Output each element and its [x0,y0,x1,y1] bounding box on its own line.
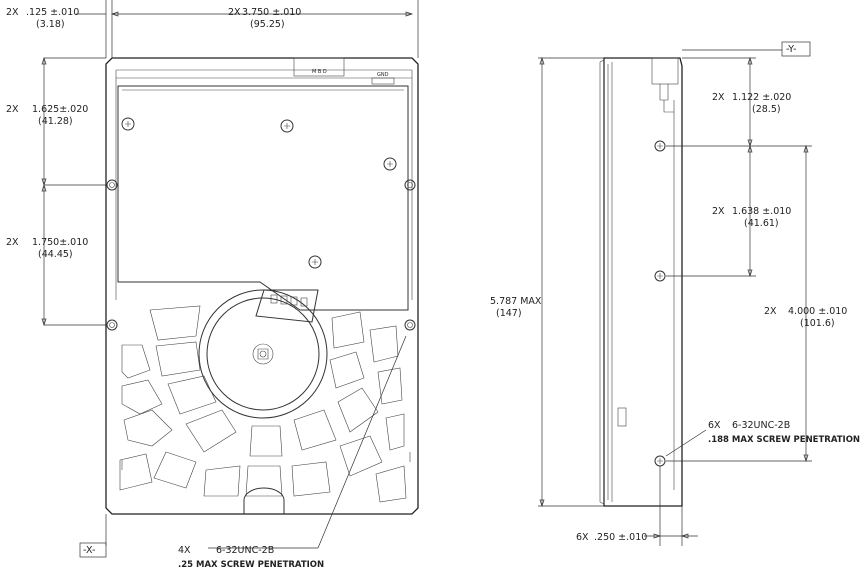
datum-x: -X- [83,545,95,556]
lower-hole-prefix: 2X [6,237,19,248]
datum-y: -Y- [786,44,796,55]
upper-hole-value: 1.625±.020 [32,104,88,115]
side-spacing1-metric: (41.61) [744,218,779,229]
side-top-value: 1.122 ±.020 [732,92,791,103]
edge-offset-value: .125 ±.010 [26,7,79,18]
length-dim-value: 5.787 MAX [490,296,542,307]
flex-connector [255,289,319,323]
side-top-metric: (28.5) [752,104,781,115]
bottom-mounting-hole [106,179,118,191]
side-thread-prefix: 6X [708,420,721,431]
width-dim-value: 3.750 ±.010 [242,7,301,18]
bottom-notch [243,487,285,514]
lower-hole-value: 1.750±.010 [32,237,88,248]
side-mounting-hole [654,455,666,467]
bottom-thread-prefix: 4X [178,545,191,556]
pcb-screw [121,117,135,131]
side-top-prefix: 2X [712,92,725,103]
bottom-mounting-hole [106,319,118,331]
bottom-mounting-hole [404,319,416,331]
pcb-screw [308,255,322,269]
side-connector [651,57,679,85]
upper-hole-prefix: 2X [6,104,19,115]
bottom-view: M B D GND [6,0,419,570]
bottom-thread-value: 6-32UNC-2B [216,545,274,556]
side-spacing1-value: 1.638 ±.010 [732,206,791,217]
side-spacing2-prefix: 2X [764,306,777,317]
side-view: -Y- 5.787 MAX (147) 2X 1.122 ±.020 (28.5… [490,41,860,546]
side-spacing1-prefix: 2X [712,206,725,217]
pcb-board [117,85,409,311]
width-dim-metric: (95.25) [250,19,285,30]
upper-hole-metric: (41.28) [38,116,73,127]
bottom-mounting-hole [404,179,416,191]
side-mounting-hole [654,270,666,282]
spindle-motor [198,289,328,419]
edge-offset-prefix: 2X [6,7,19,18]
base-ribbing [119,305,407,503]
connector-pin-label: M B D [312,69,327,75]
gnd-label: GND [377,72,389,78]
width-dim-prefix: 2X [228,7,241,18]
side-spacing2-metric: (101.6) [800,318,835,329]
bottom-thread-note: .25 MAX SCREW PENETRATION [178,560,324,570]
side-view-outline [603,57,683,507]
side-thread-value: 6-32UNC-2B [732,420,790,431]
lower-hole-metric: (44.45) [38,249,73,260]
side-depth-prefix: 6X [576,532,589,543]
pcb-screw [280,119,294,133]
side-thread-note: .188 MAX SCREW PENETRATION [708,435,860,445]
side-mounting-hole [654,140,666,152]
length-dim-metric: (147) [496,308,522,319]
side-depth-value: .250 ±.010 [594,532,647,543]
pcb-screw [383,157,397,171]
side-spacing2-value: 4.000 ±.010 [788,306,847,317]
edge-offset-metric: (3.18) [36,19,65,30]
bottom-view-outline [105,57,419,515]
connector-block [293,57,345,77]
